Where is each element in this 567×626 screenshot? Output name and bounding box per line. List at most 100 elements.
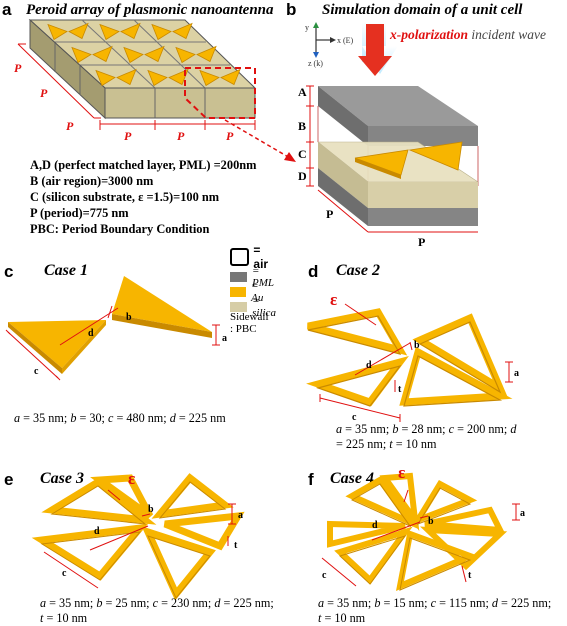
svg-text:a: a	[514, 368, 519, 379]
layer-dimension-lines	[306, 85, 478, 233]
svg-text:A: A	[298, 85, 307, 99]
svg-text:z (k): z (k)	[308, 59, 323, 68]
svg-text:d: d	[366, 360, 372, 371]
svg-text:P: P	[326, 207, 333, 221]
panel-f-letter: f	[308, 470, 314, 489]
bowtie-half-2-1-0	[147, 69, 168, 87]
array-left-face	[29, 18, 106, 120]
legend-au: = Au	[230, 280, 268, 304]
svg-text:P: P	[177, 129, 185, 143]
bowtie-half-1-1-0	[123, 46, 144, 64]
svg-text:B: B	[298, 119, 306, 133]
panel-e-letter: e	[4, 470, 14, 489]
svg-text:C: C	[298, 147, 307, 161]
panel-d-title: Case 2	[336, 262, 380, 279]
panel-b-letter: b	[286, 0, 297, 19]
bowtie-half-2-2-0	[199, 69, 220, 87]
bowtie-half-1-0-1	[92, 45, 113, 63]
bowtie-half-0-2-0	[151, 23, 172, 41]
case4-frame-triangles	[327, 472, 508, 591]
bowtie-half-1-2-1	[196, 45, 217, 63]
panel-c-letter: c	[4, 262, 14, 281]
svg-text:t: t	[398, 384, 402, 395]
legend-sidewall: Sidewall : PBC	[230, 311, 269, 335]
panel-e-caption: a = 35 nm; b = 25 nm; c = 230 nm; d = 22…	[40, 596, 274, 625]
au-swatch-icon	[230, 287, 247, 297]
incident-arrow	[366, 24, 384, 58]
panel-d-letter: d	[308, 262, 319, 281]
def-air-region: B (air region)=3000 nm	[30, 174, 154, 188]
svg-text:ε: ε	[330, 290, 337, 309]
svg-text:b: b	[428, 516, 434, 527]
svg-text:b: b	[414, 340, 420, 351]
svg-text:t: t	[234, 540, 238, 551]
svg-text:P: P	[66, 119, 74, 133]
array-bowtie-antennas	[47, 22, 241, 87]
bowtie-half-0-0-1	[68, 22, 89, 40]
panel-e-title: Case 3	[40, 470, 84, 487]
panel-a-title: Peroid array of plasmonic nanoantenna	[26, 2, 274, 18]
case1-right-triangle	[112, 276, 212, 332]
bowtie-half-0-1-1	[120, 22, 141, 40]
panel-d-caption: a = 35 nm; b = 28 nm; c = 200 nm; d = 22…	[336, 422, 517, 451]
svg-text:P: P	[226, 129, 234, 143]
def-substrate: C (silicon substrate, ε =1.5)=100 nm	[30, 190, 220, 204]
svg-text:b: b	[126, 312, 132, 323]
panel-f-title: Case 4	[330, 470, 374, 487]
case1-left-triangle	[8, 320, 106, 368]
pml-swatch-icon	[230, 272, 247, 282]
bowtie-half-2-0-0	[95, 69, 116, 87]
panel-f-caption: a = 35 nm; b = 15 nm; c = 115 nm; d = 22…	[318, 596, 552, 625]
panel-a-definitions: A,D (perfect matched layer, PML) =200nm …	[30, 157, 256, 237]
svg-text:x (E): x (E)	[337, 36, 354, 45]
svg-text:d: d	[372, 520, 378, 531]
bowtie-half-2-1-1	[168, 68, 189, 86]
svg-text:d: d	[94, 526, 100, 537]
svg-text:a: a	[520, 508, 525, 519]
bowtie-half-1-0-0	[71, 46, 92, 64]
bowtie-half-1-1-1	[144, 45, 165, 63]
svg-text:a: a	[222, 333, 227, 344]
svg-text:t: t	[468, 570, 472, 581]
coordinate-axes	[315, 28, 330, 52]
def-period: P (period)=775 nm	[30, 206, 129, 220]
def-pml: A,D (perfect matched layer, PML) =200nm	[30, 158, 257, 172]
panel-c-caption: a = 35 nm; b = 30; c = 480 nm; d = 225 n…	[14, 411, 226, 425]
case3-frame-triangles	[31, 473, 245, 601]
svg-text:P: P	[124, 129, 132, 143]
bowtie-half-2-2-1	[220, 68, 241, 86]
svg-text:D: D	[298, 169, 307, 183]
unit-cell-bowtie-right	[408, 141, 463, 171]
svg-text:d: d	[88, 328, 94, 339]
bowtie-half-0-0-0	[47, 23, 68, 41]
svg-text:c: c	[322, 570, 327, 581]
svg-text:c: c	[34, 366, 39, 377]
svg-text:P: P	[40, 86, 48, 100]
svg-text:P: P	[14, 61, 22, 75]
svg-text:ε: ε	[128, 469, 135, 488]
def-pbc: PBC: Period Boundary Condition	[30, 222, 210, 236]
svg-text:c: c	[62, 568, 67, 579]
legend-silica: = silica	[230, 295, 280, 319]
svg-text:P: P	[418, 235, 425, 249]
svg-text:ε: ε	[398, 463, 405, 482]
legend-pml: = PML	[230, 265, 278, 289]
legend-air: = air	[230, 243, 273, 271]
incident-wave-label: x-polarization incident wave	[390, 27, 546, 42]
svg-text:b: b	[148, 504, 154, 515]
svg-text:y: y	[305, 23, 309, 32]
array-grid-lines	[53, 19, 230, 89]
svg-text:a: a	[238, 510, 243, 521]
unit-cell-highlight	[184, 67, 256, 119]
bowtie-half-0-2-1	[172, 22, 193, 40]
panel-c-title: Case 1	[44, 262, 88, 279]
svg-text:c: c	[352, 412, 357, 423]
bowtie-half-1-2-0	[175, 46, 196, 64]
air-swatch-icon	[230, 248, 250, 266]
